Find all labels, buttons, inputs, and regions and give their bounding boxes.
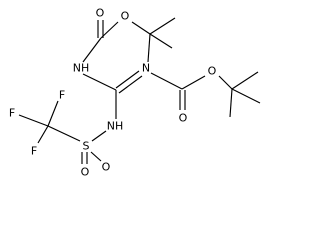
atom-o-top-carbonyl: O	[96, 7, 105, 20]
bond-nh-c2	[82, 73, 117, 91]
bond-c2-n-imine-b	[118, 75, 143, 94]
bond-cf3-f-left	[18, 114, 49, 127]
atom-o-right-carbonyl: O	[179, 112, 188, 125]
bond-nh-s	[91, 130, 107, 142]
chemical-structure-diagram: O O NH N O O NH F F F S O O	[9, 7, 261, 179]
atom-f-top: F	[59, 89, 65, 102]
bonds	[18, 17, 261, 164]
atom-labels: O O NH N O O NH F F F S O O	[9, 7, 217, 179]
atom-o-sulfonyl-left: O	[81, 166, 90, 179]
atom-sulfur: S	[83, 140, 90, 153]
atom-f-bottom: F	[31, 145, 37, 158]
bond-tbu-me3	[147, 33, 151, 63]
atom-o-sulfonyl-right: O	[102, 161, 111, 174]
atom-nh-sulfonyl: NH	[107, 120, 124, 133]
bond-tbu2-me3	[229, 88, 233, 118]
bond-tbu2-me2	[231, 88, 261, 104]
bond-tbu2-me1	[231, 71, 259, 90]
atom-f-left: F	[9, 107, 15, 120]
atom-o-top-ester: O	[121, 10, 130, 23]
bond-o-ester-tbu2	[218, 75, 233, 90]
bond-tbu-me2	[149, 33, 173, 49]
bond-cf3-f-top	[47, 100, 59, 127]
atom-o-right-ester: O	[208, 65, 217, 78]
bond-s-o-right	[90, 151, 102, 162]
atom-nh-top: NH	[73, 62, 90, 75]
bond-n-imine-c3	[150, 72, 183, 90]
bond-s-cf3	[47, 125, 81, 142]
atom-n-imine: N	[142, 62, 150, 75]
bond-c1-o-ester	[100, 21, 119, 39]
bond-tbu-me1	[149, 17, 176, 35]
bond-c1-nh	[82, 37, 102, 63]
bond-o-ester-tbu	[131, 21, 151, 35]
bond-c2-n-imine-a	[115, 70, 140, 89]
bond-c3-o-ester	[181, 75, 206, 90]
bond-cf3-f-bottom	[37, 125, 49, 144]
